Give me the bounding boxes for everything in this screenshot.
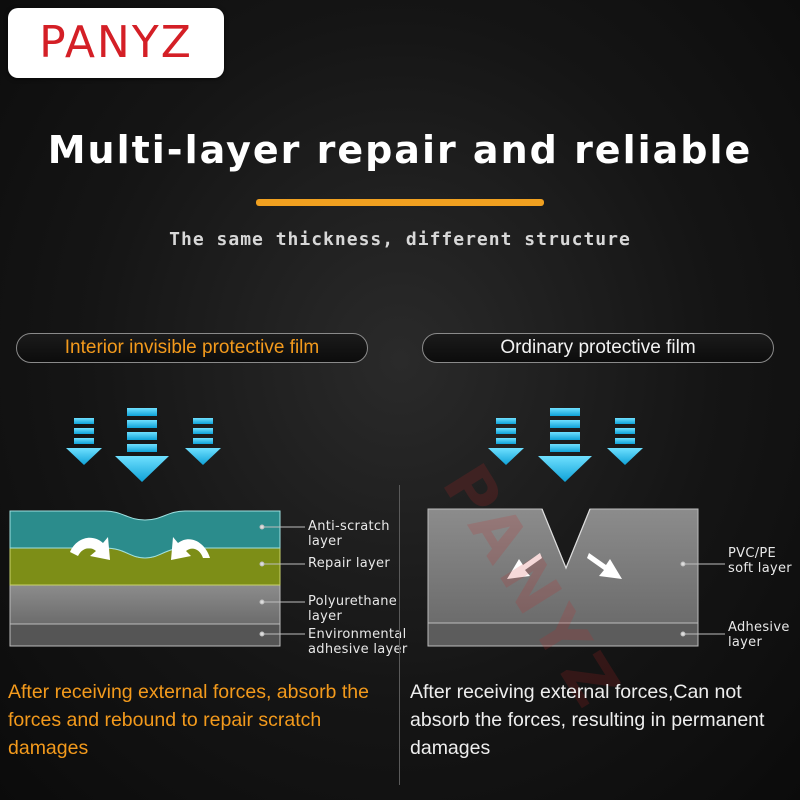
repair-layer-label: Repair layer — [308, 556, 390, 571]
force-arrow-icon — [115, 408, 169, 482]
brand-logo-text: PANYZ — [39, 17, 193, 68]
force-arrow-icon — [66, 418, 102, 465]
scratch-notch — [541, 508, 591, 570]
left-panel-description: After receiving external forces, absorb … — [8, 681, 369, 759]
right-film-layers — [427, 508, 725, 647]
force-arrow-icon — [607, 418, 643, 465]
force-arrow-icon — [185, 418, 221, 465]
dispersion-arrow-icon — [587, 553, 622, 579]
rebound-arrow-icon — [70, 537, 110, 560]
environmental-adhesive-layer-label: Environmental adhesive layer — [308, 627, 408, 657]
right-panel-heading: Ordinary protective film — [422, 333, 774, 363]
left-film-layers — [9, 510, 305, 647]
polyurethane-layer — [9, 584, 281, 625]
adhesive-layer-label: Adhesive layer — [728, 620, 790, 650]
rebound-arrow-icon — [171, 537, 210, 560]
title-underline — [256, 199, 544, 206]
anti-scratch-layer-label: Anti-scratch layer — [308, 519, 390, 549]
right-force-arrows — [488, 408, 643, 482]
left-force-arrows — [66, 408, 221, 482]
right-panel-description: After receiving external forces,Can not … — [410, 681, 765, 759]
force-arrow-icon — [488, 418, 524, 465]
page-subtitle: The same thickness, different structure — [169, 229, 631, 250]
panel-divider — [399, 485, 400, 785]
page-title: Multi-layer repair and reliable — [47, 128, 753, 172]
polyurethane-layer-label: Polyurethane layer — [308, 594, 398, 624]
brand-logo: PANYZ — [8, 8, 224, 78]
dispersion-arrow-icon — [507, 553, 542, 579]
force-arrow-icon — [538, 408, 592, 482]
left-panel-heading: Interior invisible protective film — [16, 333, 368, 363]
pvc-pe-soft-layer-label: PVC/PE soft layer — [728, 546, 792, 576]
environmental-adhesive-layer — [9, 623, 281, 647]
